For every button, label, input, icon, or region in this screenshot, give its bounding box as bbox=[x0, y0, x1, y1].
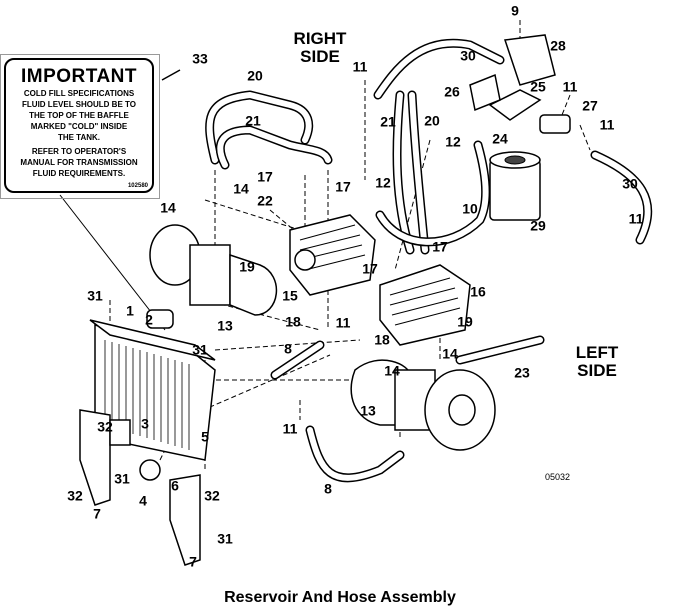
callout-18: 18 bbox=[285, 314, 301, 330]
callout-21: 21 bbox=[245, 113, 261, 129]
callout-33-leader bbox=[161, 69, 181, 81]
callout-13: 13 bbox=[217, 318, 233, 334]
filter-29 bbox=[489, 151, 541, 221]
callout-12: 12 bbox=[375, 175, 391, 191]
callout-8: 8 bbox=[324, 481, 332, 497]
callout-23: 23 bbox=[514, 365, 530, 381]
sign-heading: IMPORTANT bbox=[20, 66, 138, 87]
callout-14: 14 bbox=[160, 200, 176, 216]
callout-20: 20 bbox=[247, 68, 263, 84]
callout-30: 30 bbox=[460, 48, 476, 64]
sign-line: FLUID REQUIREMENTS. bbox=[32, 169, 126, 178]
callout-22: 22 bbox=[257, 193, 273, 209]
callout-27: 27 bbox=[582, 98, 598, 114]
callout-11: 11 bbox=[600, 117, 615, 133]
important-sign-frame bbox=[0, 54, 160, 199]
callout-10: 10 bbox=[462, 201, 478, 217]
callout-17: 17 bbox=[257, 169, 273, 185]
callout-7: 7 bbox=[93, 506, 101, 522]
callout-11: 11 bbox=[563, 79, 578, 95]
callout-24: 24 bbox=[492, 131, 508, 147]
bracket-28 bbox=[469, 34, 571, 134]
callout-17: 17 bbox=[432, 239, 448, 255]
motor-13-lower bbox=[350, 359, 496, 451]
sign-line: COLD FILL SPECIFICATIONS bbox=[23, 89, 135, 98]
callout-31: 31 bbox=[192, 342, 208, 358]
pump-15 bbox=[289, 214, 376, 296]
callout-25: 25 bbox=[530, 79, 546, 95]
callout-29: 29 bbox=[530, 218, 546, 234]
callout-7: 7 bbox=[189, 554, 197, 570]
right-side-label: SIDE bbox=[300, 47, 340, 66]
callout-20: 20 bbox=[424, 113, 440, 129]
drawing-number: 05032 bbox=[545, 472, 571, 482]
sign-leader-line bbox=[59, 194, 166, 331]
callout-11: 11 bbox=[283, 421, 298, 437]
motor-13-upper bbox=[149, 224, 277, 316]
sign-line: REFER TO OPERATOR'S bbox=[31, 147, 127, 156]
diagram-caption: Reservoir And Hose Assembly bbox=[224, 589, 456, 606]
callout-17: 17 bbox=[335, 179, 351, 195]
callout-30: 30 bbox=[622, 176, 638, 192]
callout-21: 21 bbox=[380, 114, 396, 130]
callout-4: 4 bbox=[139, 493, 147, 509]
callout-33: 33 bbox=[192, 51, 208, 67]
sign-code: 102580 bbox=[127, 183, 148, 189]
sign-line: FLUID LEVEL SHOULD BE TO bbox=[22, 100, 136, 109]
callout-8: 8 bbox=[284, 341, 292, 357]
callout-31: 31 bbox=[87, 288, 103, 304]
left-side-label: SIDE bbox=[577, 361, 617, 380]
callout-2: 2 bbox=[145, 312, 153, 328]
callout-17: 17 bbox=[362, 261, 378, 277]
callout-3: 3 bbox=[141, 416, 149, 432]
callout-11: 11 bbox=[629, 211, 644, 227]
callout-11: 11 bbox=[336, 315, 351, 331]
left-side-label: LEFT bbox=[576, 343, 619, 362]
callout-9: 9 bbox=[511, 3, 519, 19]
callout-12: 12 bbox=[445, 134, 461, 150]
callout-1: 1 bbox=[126, 303, 134, 319]
callout-11: 11 bbox=[353, 59, 368, 75]
sign-line: MANUAL FOR TRANSMISSION bbox=[20, 158, 138, 167]
callout-16: 16 bbox=[470, 284, 486, 300]
right-side-label: RIGHT bbox=[294, 29, 348, 48]
callout-5: 5 bbox=[201, 429, 209, 445]
callout-31: 31 bbox=[114, 471, 130, 487]
callout-14: 14 bbox=[442, 346, 458, 362]
callout-6: 6 bbox=[171, 478, 179, 494]
sign-line: THE TANK. bbox=[57, 133, 101, 142]
hoses bbox=[205, 38, 653, 483]
callout-32: 32 bbox=[67, 488, 83, 504]
callout-32: 32 bbox=[97, 419, 113, 435]
callout-15: 15 bbox=[282, 288, 298, 304]
callout-26: 26 bbox=[444, 84, 460, 100]
callout-14: 14 bbox=[233, 181, 249, 197]
pump-16 bbox=[379, 264, 471, 346]
sign-line: THE TOP OF THE BAFFLE bbox=[29, 111, 129, 120]
callout-28: 28 bbox=[550, 38, 566, 54]
callout-18: 18 bbox=[374, 332, 390, 348]
brackets-7 bbox=[79, 409, 201, 566]
callout-31: 31 bbox=[217, 531, 233, 547]
callout-14: 14 bbox=[384, 363, 400, 379]
callout-19: 19 bbox=[239, 259, 255, 275]
callout-13: 13 bbox=[360, 403, 376, 419]
callout-19: 19 bbox=[457, 314, 473, 330]
callout-32: 32 bbox=[204, 488, 220, 504]
important-sign: IMPORTANT COLD FILL SPECIFICATIONS FLUID… bbox=[4, 58, 154, 193]
sign-line: MARKED "COLD" INSIDE bbox=[30, 122, 128, 131]
